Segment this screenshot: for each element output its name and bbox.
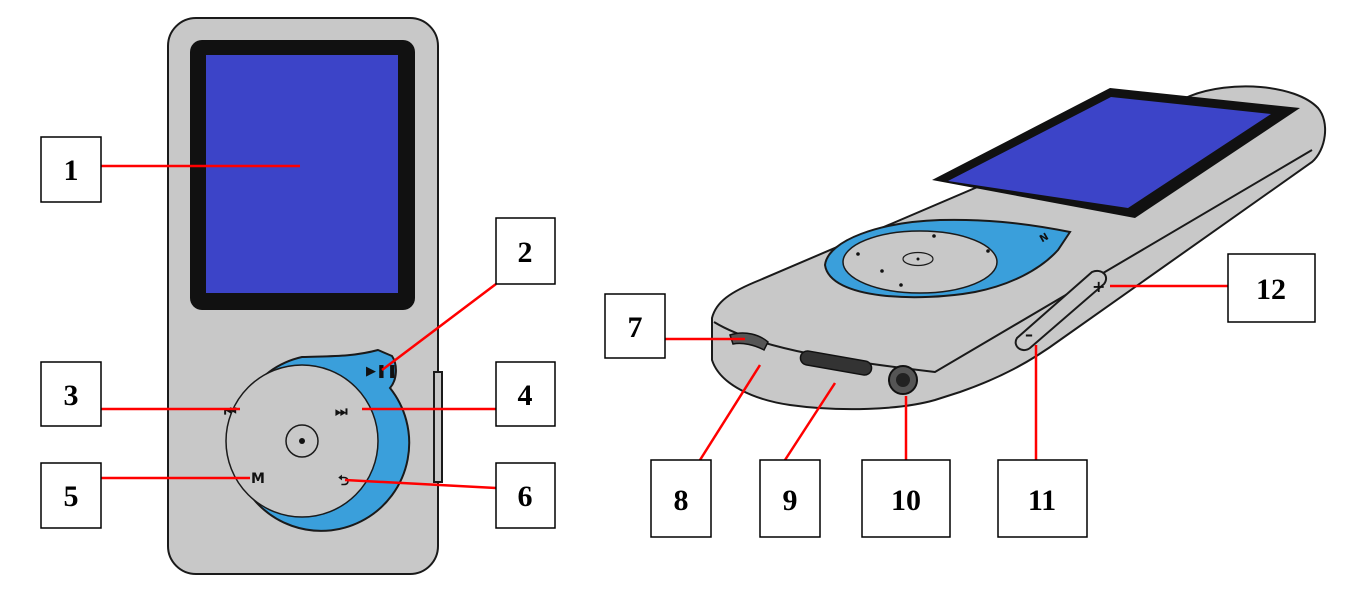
card-slot xyxy=(799,350,873,376)
callout-label-1: 1 xyxy=(64,154,79,187)
callout-12: 12 xyxy=(1227,253,1316,323)
menu-icon[interactable]: M xyxy=(251,471,265,487)
volume-minus-icon[interactable]: – xyxy=(1025,325,1033,344)
callout-label-6: 6 xyxy=(518,480,533,513)
front-leaders xyxy=(101,164,497,490)
callout-label-7: 7 xyxy=(628,311,643,344)
angled-leaders xyxy=(665,284,1228,461)
control-wheel: ▶❚❚ ⏮ ⏭ M ⮌ xyxy=(224,348,411,532)
callout-label-2: 2 xyxy=(518,236,533,269)
callout-label-3: 3 xyxy=(64,379,79,412)
callout-label-4: 4 xyxy=(518,379,533,412)
callout-6: 6 xyxy=(495,462,556,529)
back-icon[interactable]: ⮌ xyxy=(338,473,349,489)
usb-port xyxy=(729,332,769,352)
next-icon[interactable]: ⏭ xyxy=(335,404,348,420)
previous-icon[interactable]: ⏮ xyxy=(224,404,237,420)
center-dot xyxy=(299,438,305,444)
callout-2: 2 xyxy=(495,217,556,285)
front-view: ▶❚❚ ⏮ ⏭ M ⮌ xyxy=(167,17,443,575)
angled-control-wheel: N xyxy=(823,218,1072,299)
volume-plus-icon[interactable]: + xyxy=(1092,277,1105,296)
volume-buttons xyxy=(1014,270,1108,352)
callout-10: 10 xyxy=(861,459,951,538)
callout-4: 4 xyxy=(495,361,556,427)
callout-5: 5 xyxy=(40,462,102,529)
callout-label-8: 8 xyxy=(674,484,689,517)
angled-view: N + – xyxy=(711,85,1327,411)
angled-lcd-screen xyxy=(948,97,1271,208)
callout-label-11: 11 xyxy=(1028,484,1056,517)
callout-9: 9 xyxy=(759,459,821,538)
callout-8: 8 xyxy=(650,459,712,538)
play-pause-icon[interactable]: ▶❚❚ xyxy=(366,364,398,379)
callout-3: 3 xyxy=(40,361,102,427)
callout-label-5: 5 xyxy=(64,480,79,513)
callout-label-12: 12 xyxy=(1256,273,1286,306)
side-button-strip xyxy=(433,371,443,483)
callout-7: 7 xyxy=(604,293,666,359)
callout-1: 1 xyxy=(40,136,102,203)
callout-label-10: 10 xyxy=(891,484,921,517)
lcd-screen xyxy=(206,55,398,293)
callout-11: 11 xyxy=(997,459,1088,538)
callout-label-9: 9 xyxy=(783,484,798,517)
